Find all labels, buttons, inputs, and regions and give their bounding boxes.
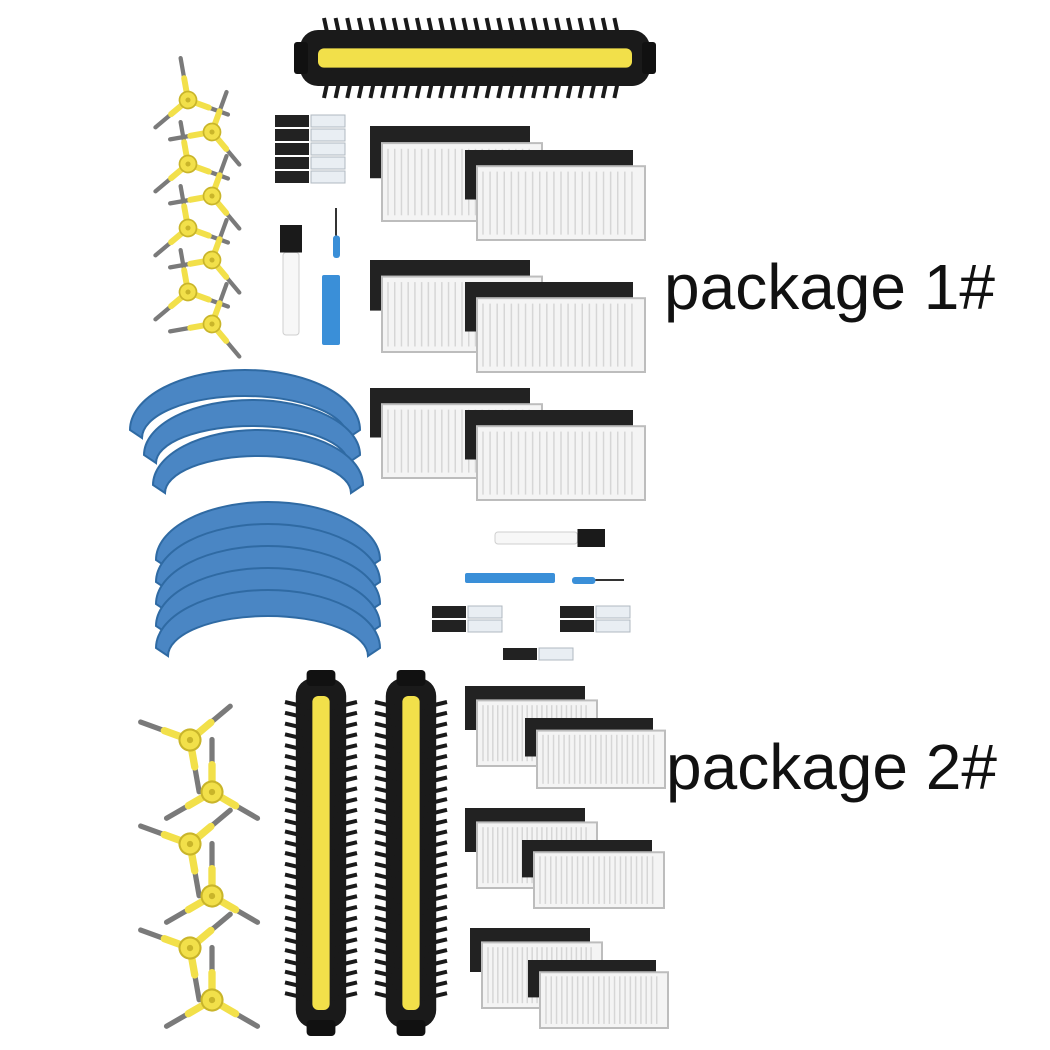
- screwdriver: [572, 577, 624, 584]
- main-brush: [284, 670, 358, 1036]
- screwdriver: [333, 208, 340, 258]
- side-brush: [153, 184, 231, 258]
- side-brush: [138, 807, 233, 899]
- side-brush: [138, 703, 233, 795]
- side-brush: [138, 911, 233, 1003]
- side-brush: [168, 217, 242, 295]
- filter-pair: [465, 282, 646, 374]
- side-brush: [168, 153, 242, 231]
- mop-pad: [142, 399, 362, 465]
- side-brush: [163, 840, 261, 925]
- main-brush: [294, 17, 656, 99]
- mop-pad: [128, 369, 362, 440]
- main-brush: [374, 670, 448, 1036]
- filter-pair: [525, 718, 666, 789]
- side-brush: [168, 281, 242, 359]
- foam-pack: [503, 647, 574, 661]
- mop-pad: [154, 589, 382, 658]
- foam-pack: [275, 114, 346, 184]
- blade-tool: [322, 275, 340, 345]
- side-brush: [168, 89, 242, 167]
- side-brush: [153, 120, 231, 194]
- package-2-label: package 2#: [666, 731, 997, 803]
- side-brush: [153, 56, 231, 130]
- side-brush: [163, 736, 261, 821]
- foam-pack: [432, 605, 503, 633]
- foam-pack: [560, 605, 631, 633]
- cleaning-brush: [280, 225, 302, 336]
- package-1-label: package 1#: [664, 251, 995, 323]
- blade-tool: [465, 573, 555, 583]
- filter-pair: [522, 840, 665, 909]
- mop-pad: [151, 429, 365, 495]
- filter-pair: [528, 960, 669, 1029]
- side-brush: [163, 944, 261, 1029]
- cleaning-brush: [494, 529, 605, 547]
- filter-pair: [465, 150, 646, 241]
- filter-pair: [465, 410, 646, 502]
